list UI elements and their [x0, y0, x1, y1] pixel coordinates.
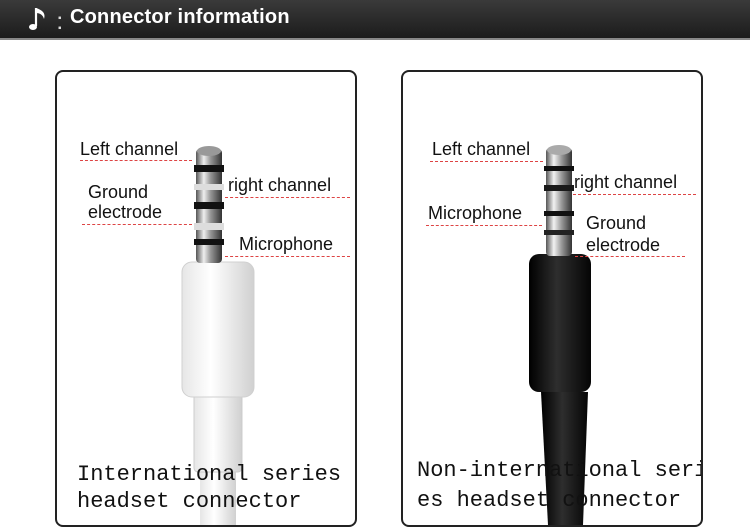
left-channel-label: Left channel	[432, 139, 531, 159]
ground-leader-line	[575, 256, 685, 257]
microphone-leader-line	[426, 225, 542, 226]
black-jack-plug-image	[529, 145, 591, 525]
left-channel-leader-line	[80, 160, 192, 161]
right-channel-label: right channel	[228, 175, 332, 195]
international-connector-card: Left channel right channel Ground electr…	[55, 70, 357, 527]
ground-label-line1: Ground	[586, 213, 647, 233]
right-channel-leader-line	[573, 194, 696, 195]
left-channel-leader-line	[430, 161, 543, 162]
ground-label-line1: Ground	[88, 182, 149, 202]
microphone-label: Microphone	[428, 203, 523, 223]
right-channel-label: right channel	[574, 172, 678, 192]
page-title: Connector information	[70, 6, 290, 28]
left-channel-label: Left channel	[80, 139, 179, 159]
caption-line2: headset connector	[77, 489, 302, 514]
music-note-icon	[29, 8, 45, 30]
ground-label-line2: electrode	[88, 202, 163, 222]
right-channel-leader-line	[225, 197, 350, 198]
microphone-label: Microphone	[239, 234, 334, 254]
ground-leader-line	[82, 224, 192, 225]
caption-line1: International series	[77, 462, 342, 487]
caption-line1: Non-international seri	[417, 458, 703, 483]
non-international-connector-card: Left channel right channel Microphone Gr…	[401, 70, 703, 527]
ground-label-line2: electrode	[586, 235, 661, 255]
separator-dots: ▪▪	[58, 13, 63, 34]
white-jack-plug-image	[181, 146, 255, 525]
caption-line2: es headset connector	[417, 488, 682, 513]
header-bar: ▪▪ Connector information	[0, 0, 750, 40]
microphone-leader-line	[225, 256, 350, 257]
